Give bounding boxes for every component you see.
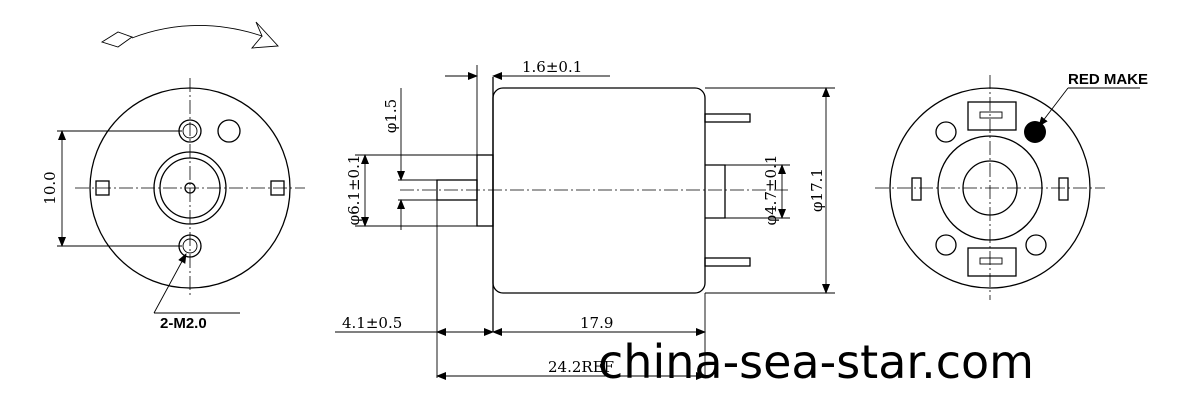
- side-view: 1.6±0.1 φ1.5 φ6.1±0.1 φ4.7±0.1 φ17.1 4.1…: [335, 58, 835, 380]
- red-make-label: RED MAKE: [1068, 71, 1148, 88]
- body-len-dim: 17.9: [580, 314, 613, 332]
- overall-len-dim: 24.2REF: [548, 358, 614, 376]
- terminal-dia-dim: φ4.7±0.1: [762, 155, 780, 226]
- rear-terminal-top: [967, 101, 1017, 131]
- terminal-bottom: [704, 257, 751, 267]
- terminal-top: [704, 113, 751, 123]
- shaft-dia-dim: φ1.5: [382, 99, 400, 133]
- motor-body: [492, 87, 706, 294]
- shaft-len-dim: 4.1±0.5: [342, 314, 402, 332]
- rear-view: RED MAKE: [875, 71, 1148, 300]
- watermark: china-sea-star.com: [598, 335, 1034, 389]
- rear-terminal-bottom: [967, 247, 1017, 277]
- flange-dim: 1.6±0.1: [522, 58, 582, 76]
- hole-spacing-dim: 10.0: [41, 171, 59, 204]
- rotation-arrow-icon: [100, 21, 279, 49]
- red-make-dot: [1024, 121, 1046, 143]
- mount-holes-label: 2-M2.0: [160, 315, 207, 332]
- boss: [476, 154, 494, 227]
- rear-bushing: [705, 164, 726, 219]
- vent-hole: [217, 119, 241, 143]
- boss-dia-dim: φ6.1±0.1: [345, 155, 363, 226]
- front-view: 10.0 2-M2.0: [41, 21, 305, 332]
- body-dia-dim: φ17.1: [808, 168, 826, 212]
